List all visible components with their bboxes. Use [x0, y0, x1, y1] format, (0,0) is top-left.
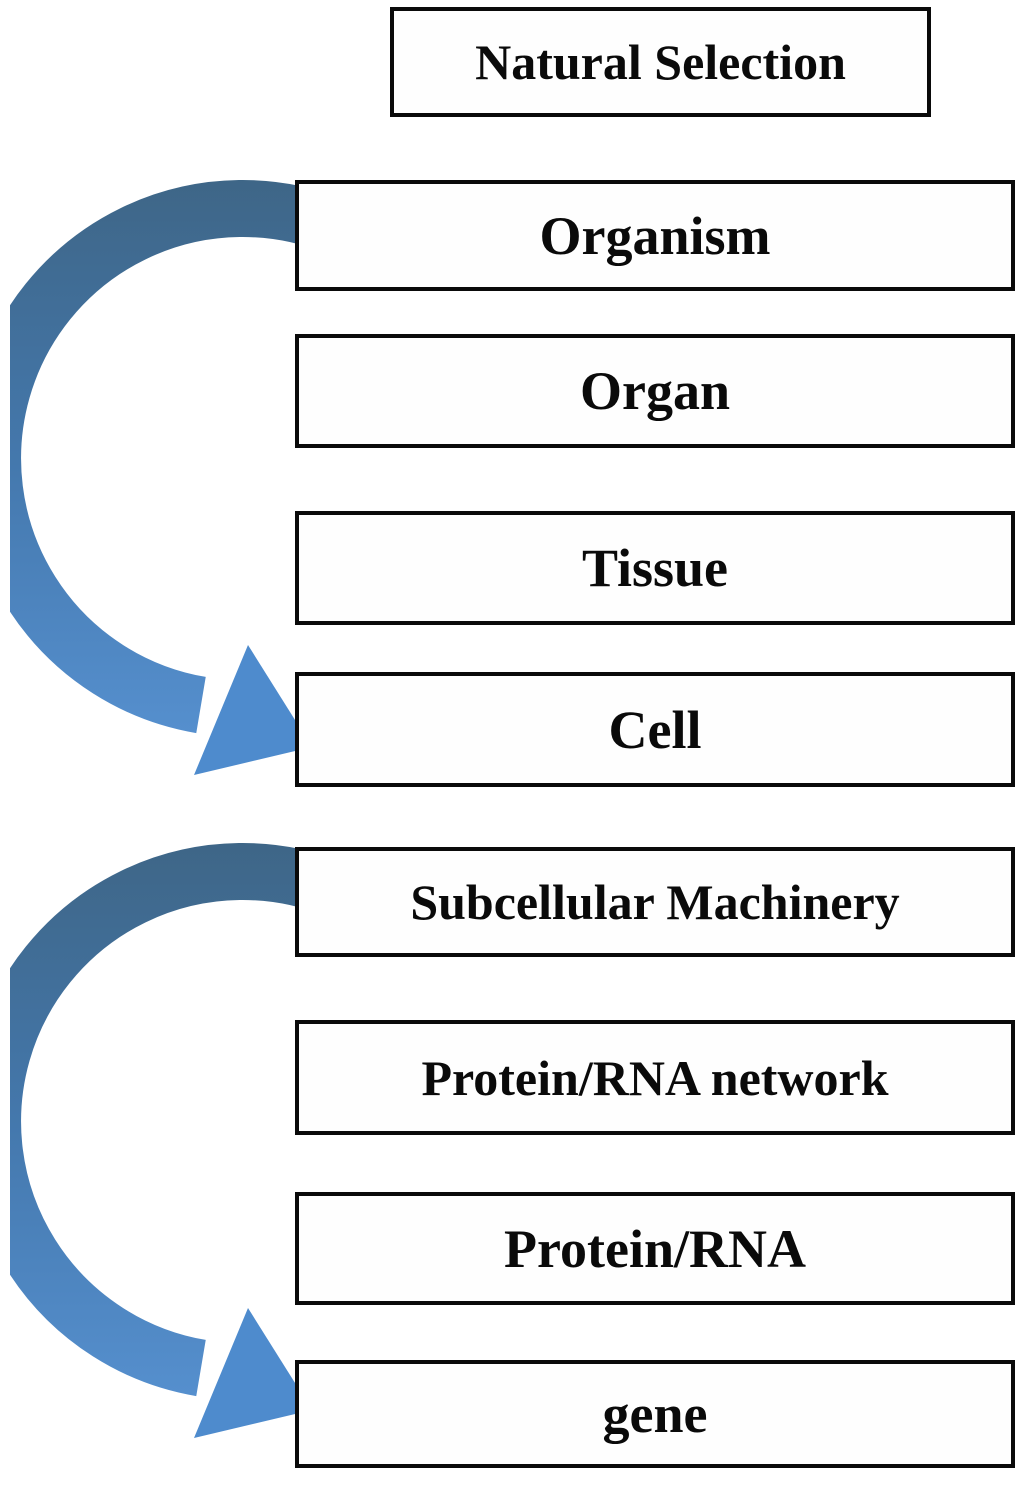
box-gene-label: gene: [602, 1384, 708, 1444]
arrow-head-icon: [194, 645, 312, 775]
box-tissue: Tissue: [295, 511, 1015, 625]
box-organism: Organism: [295, 180, 1015, 291]
natural-selection-box: Natural Selection: [390, 7, 931, 117]
box-organism-label: Organism: [539, 205, 771, 266]
box-tissue-label: Tissue: [581, 538, 729, 598]
box-protein-rna: Protein/RNA: [295, 1192, 1015, 1305]
box-cell-label: Cell: [608, 699, 702, 760]
box-protein-rna-network-label: Protein/RNA network: [421, 1049, 889, 1106]
arrow-head-icon: [194, 1308, 312, 1438]
box-organ: Organ: [295, 334, 1015, 448]
box-gene: gene: [295, 1360, 1015, 1468]
box-protein-rna-label: Protein/RNA: [504, 1218, 806, 1279]
arrow-shaft: [10, 180, 348, 734]
box-subcellular-machinery: Subcellular Machinery: [295, 847, 1015, 957]
arrow-shaft: [10, 843, 348, 1397]
box-cell: Cell: [295, 672, 1015, 787]
natural-selection-label: Natural Selection: [475, 34, 846, 90]
curved-arrow-subcellular-to-gene: [10, 843, 348, 1438]
box-protein-rna-network: Protein/RNA network: [295, 1020, 1015, 1135]
box-subcellular-machinery-label: Subcellular Machinery: [410, 874, 900, 930]
box-organ-label: Organ: [579, 361, 730, 421]
curved-arrow-organism-to-cell: [10, 180, 348, 775]
